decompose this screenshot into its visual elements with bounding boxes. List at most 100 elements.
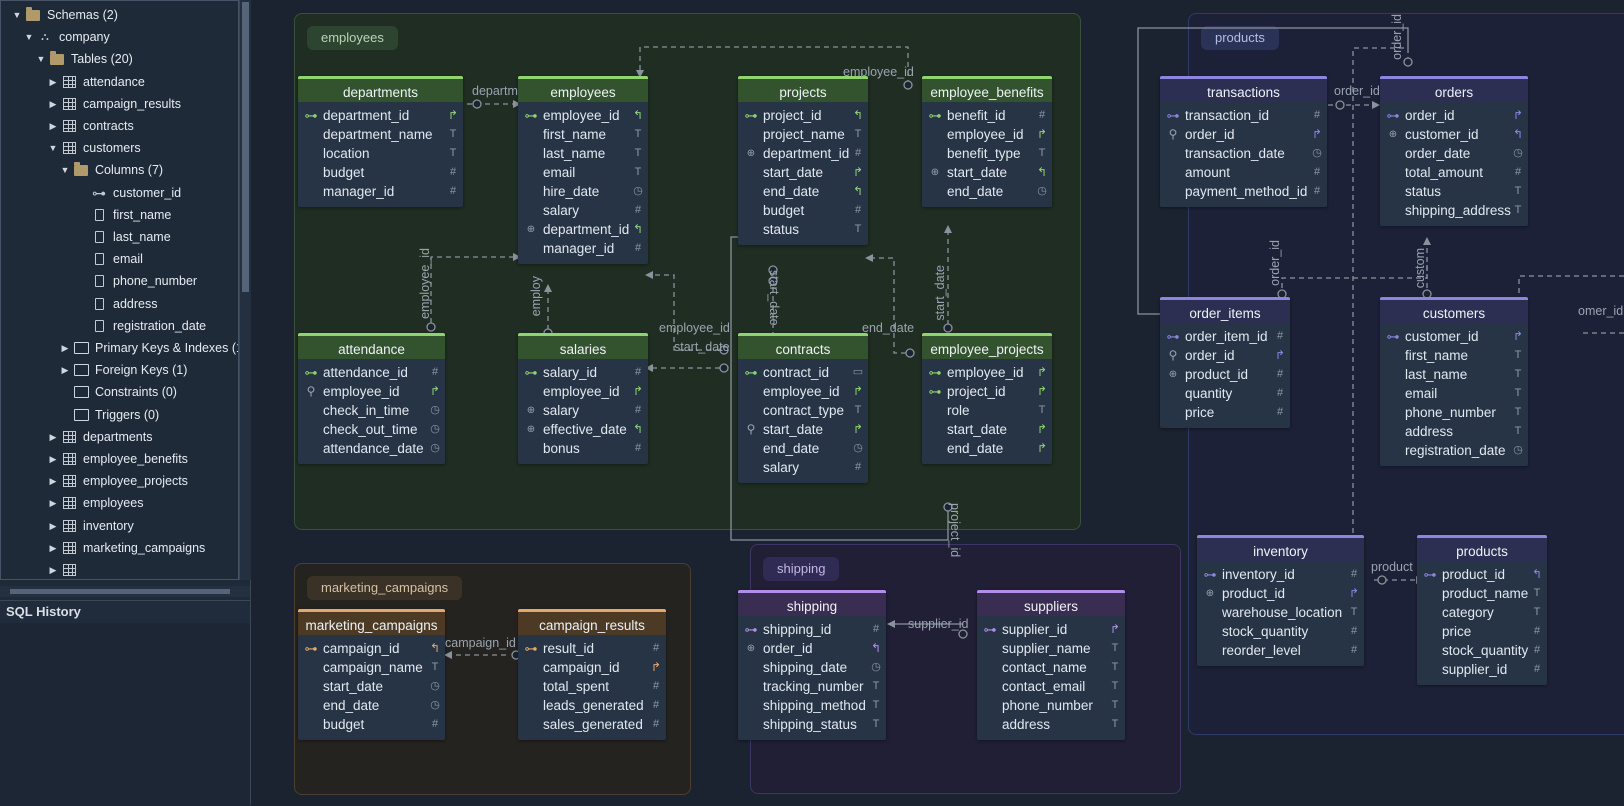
table-header[interactable]: employee_projects bbox=[922, 333, 1052, 359]
tree-item[interactable]: last_name bbox=[77, 226, 171, 248]
table-column-row[interactable]: salary# bbox=[738, 458, 868, 477]
tree-item[interactable]: phone_number bbox=[77, 270, 197, 292]
tree-item[interactable]: ▶Primary Keys & Indexes (1) bbox=[59, 337, 238, 359]
tree-item[interactable]: Constraints (0) bbox=[59, 381, 177, 403]
scrollbar-thumb[interactable] bbox=[10, 589, 230, 594]
table-column-row[interactable]: ⊶result_id# bbox=[518, 639, 666, 658]
table-header[interactable]: employee_benefits bbox=[922, 76, 1052, 102]
table-column-row[interactable]: order_date◷ bbox=[1380, 144, 1528, 163]
table-column-row[interactable]: start_date↱ bbox=[922, 420, 1052, 439]
tree-item[interactable]: ▶employees bbox=[47, 492, 144, 514]
table-column-row[interactable]: budget# bbox=[738, 201, 868, 220]
table-employee-projects[interactable]: employee_projects⊶employee_id↱⊶project_i… bbox=[922, 333, 1052, 464]
group-label-products[interactable]: products bbox=[1201, 26, 1279, 50]
table-column-row[interactable]: manager_id# bbox=[298, 182, 463, 201]
table-column-row[interactable]: ⊶product_id↰ bbox=[1417, 565, 1547, 584]
tree-item[interactable]: ▶marketing_campaigns bbox=[47, 537, 206, 559]
table-column-row[interactable]: ⊶department_id↱ bbox=[298, 106, 463, 125]
table-header[interactable]: orders bbox=[1380, 76, 1528, 102]
tree-vertical-scrollbar[interactable] bbox=[239, 0, 251, 580]
table-column-row[interactable]: supplier_id# bbox=[1417, 660, 1547, 679]
table-orders[interactable]: orders⊶order_id↱⊕customer_id↰order_date◷… bbox=[1380, 76, 1528, 226]
table-column-row[interactable]: ⊶campaign_id↰ bbox=[298, 639, 445, 658]
table-column-row[interactable]: ⊕order_id↰ bbox=[738, 639, 886, 658]
collapsed-arrow-icon[interactable]: ▶ bbox=[49, 76, 57, 87]
tree-item[interactable]: ▼Tables (20) bbox=[35, 48, 133, 70]
table-column-row[interactable]: ⊕salary# bbox=[518, 401, 648, 420]
table-column-row[interactable]: budget# bbox=[298, 163, 463, 182]
table-column-row[interactable]: ⊶supplier_id↱ bbox=[977, 620, 1125, 639]
table-shipping[interactable]: shipping⊶shipping_id#⊕order_id↰shipping_… bbox=[738, 590, 886, 740]
table-column-row[interactable]: amount# bbox=[1160, 163, 1327, 182]
table-column-row[interactable]: attendance_date◷ bbox=[298, 439, 445, 458]
table-column-row[interactable]: transaction_date◷ bbox=[1160, 144, 1327, 163]
table-column-row[interactable]: employee_id↱ bbox=[518, 382, 648, 401]
tree-item[interactable]: first_name bbox=[77, 204, 171, 226]
tree-item[interactable]: ▼customers bbox=[47, 137, 141, 159]
table-column-row[interactable]: quantity# bbox=[1160, 384, 1290, 403]
table-column-row[interactable]: price# bbox=[1417, 622, 1547, 641]
table-header[interactable]: contracts bbox=[738, 333, 868, 359]
tree-item[interactable]: ⊶customer_id bbox=[77, 182, 181, 204]
table-column-row[interactable]: ⊶project_id↰ bbox=[738, 106, 868, 125]
table-column-row[interactable]: ⊶attendance_id# bbox=[298, 363, 445, 382]
table-header[interactable]: order_items bbox=[1160, 297, 1290, 323]
table-column-row[interactable]: stock_quantity# bbox=[1197, 622, 1364, 641]
table-column-row[interactable]: check_out_time◷ bbox=[298, 420, 445, 439]
collapsed-arrow-icon[interactable]: ▶ bbox=[49, 454, 57, 464]
table-column-row[interactable]: ⊕customer_id↰ bbox=[1380, 125, 1528, 144]
tree-item[interactable]: address bbox=[77, 293, 157, 315]
expanded-arrow-icon[interactable]: ▼ bbox=[12, 10, 22, 20]
table-column-row[interactable]: leads_generated# bbox=[518, 696, 666, 715]
table-header[interactable]: marketing_campaigns bbox=[298, 609, 445, 635]
tree-item[interactable]: Triggers (0) bbox=[59, 404, 159, 426]
table-column-row[interactable]: ⊶order_item_id# bbox=[1160, 327, 1290, 346]
expanded-arrow-icon[interactable]: ▼ bbox=[24, 32, 34, 43]
expanded-arrow-icon[interactable]: ▼ bbox=[48, 143, 58, 154]
tree-item[interactable]: ▶contracts bbox=[47, 115, 134, 137]
tree-item[interactable]: registration_date bbox=[77, 315, 206, 337]
table-header[interactable]: departments bbox=[298, 76, 463, 102]
table-column-row[interactable]: salary# bbox=[518, 201, 648, 220]
table-column-row[interactable]: ⊕product_id# bbox=[1160, 365, 1290, 384]
collapsed-arrow-icon[interactable]: ▶ bbox=[49, 431, 57, 442]
table-column-row[interactable]: check_in_time◷ bbox=[298, 401, 445, 420]
table-column-row[interactable]: shipping_date◷ bbox=[738, 658, 886, 677]
group-label-employees[interactable]: employees bbox=[307, 26, 398, 50]
tree-item[interactable]: ▼Columns (7) bbox=[59, 159, 163, 181]
table-column-row[interactable]: stock_quantity# bbox=[1417, 641, 1547, 660]
sql-history-header[interactable]: SQL History bbox=[0, 601, 250, 623]
er-diagram-canvas[interactable]: employees products marketing_campaigns s… bbox=[251, 0, 1624, 805]
collapsed-arrow-icon[interactable]: ▶ bbox=[49, 520, 57, 531]
table-column-row[interactable]: start_date↱ bbox=[738, 163, 868, 182]
table-column-row[interactable]: end_date◷ bbox=[298, 696, 445, 715]
expanded-arrow-icon[interactable]: ▼ bbox=[36, 54, 46, 65]
tree-item[interactable]: ▶campaign_results bbox=[47, 93, 181, 115]
table-header[interactable]: projects bbox=[738, 76, 868, 102]
table-column-row[interactable]: ⊕product_id↱ bbox=[1197, 584, 1364, 603]
table-attendance[interactable]: attendance⊶attendance_id#⚲employee_id↱ch… bbox=[298, 333, 445, 464]
table-column-row[interactable]: ⊕effective_date↰ bbox=[518, 420, 648, 439]
table-column-row[interactable]: ⊶salary_id# bbox=[518, 363, 648, 382]
table-column-row[interactable]: ⊕start_date↰ bbox=[922, 163, 1052, 182]
table-column-row[interactable]: registration_date◷ bbox=[1380, 441, 1528, 460]
